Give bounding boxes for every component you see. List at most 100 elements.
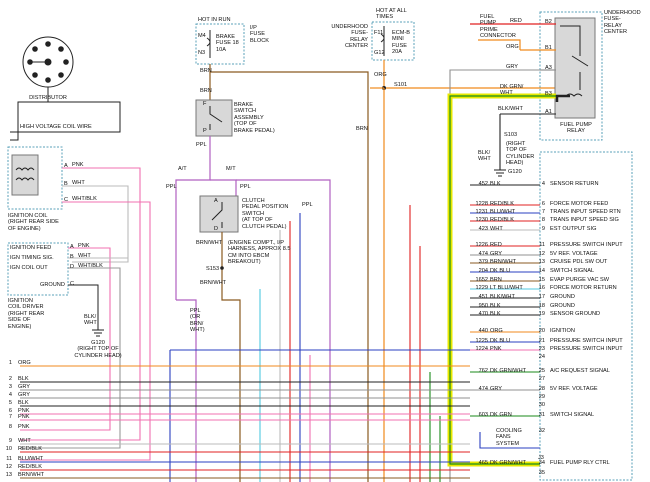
fuel-pump-prime-connector: FUEL PUMP PRIME CONNECTOR [480, 14, 516, 40]
pcm-circuit: 451 [478, 294, 488, 300]
ip-pin-n3: N3 [198, 50, 206, 56]
pcm-function: TRANS INPUT SPEED RTN [550, 209, 621, 215]
hv-coil-wire [10, 87, 49, 141]
pcm-function: TRANS INPUT SPEED SIG [550, 217, 619, 223]
clutch-switch-label: CLUTCH PEDAL POSITION SWITCH (AT TOP OF … [242, 198, 289, 230]
bottom-wire-number: 4 [8, 392, 12, 398]
driver-ground-wire: BLK/ WHT [84, 314, 97, 327]
distributor-symbol [22, 36, 74, 88]
relay-wire-org: ORG [506, 44, 519, 50]
pcm-circuit: 465 [478, 460, 488, 466]
pcm-function: GROUND [550, 294, 575, 300]
pcm-pin: 9 [541, 226, 545, 232]
pcm-function: SENSOR RETURN [550, 181, 599, 187]
brake-switch-label: BRAKE SWITCH ASSEMBLY (TOP OF BRAKE PEDA… [234, 102, 275, 134]
pcm-wire-color: BRN [490, 277, 502, 283]
brake-switch-wire-brn: BRN [200, 88, 212, 94]
fuel-pump-relay-label: FUEL PUMP RELAY [560, 122, 592, 135]
pcm-pin: 30 [538, 402, 545, 408]
at-wire-ppl: PPL [166, 184, 177, 190]
pcm-circuit: 950 [478, 303, 488, 309]
relay-ground-wire: BLK/ WHT [478, 150, 491, 163]
pcm-pin: 17 [538, 294, 545, 300]
coil-wire-whtblk-label: WHT/BLK [72, 196, 97, 202]
pcm-function: PRESSURE SWITCH INPUT [550, 242, 623, 248]
underhood-center-2-label: UNDERHOOD FUSE- RELAY CENTER [604, 10, 641, 36]
bottom-wire-color: RED/BLK [18, 446, 42, 452]
j3-label: J3 [538, 455, 544, 461]
ecm-b-fuse-label: ECM-B MINI FUSE 20A [392, 30, 411, 56]
relay-pin-a3: A3 [545, 65, 552, 71]
driver-wire-whtblk: WHT/BLK [78, 263, 103, 269]
pcm-circuit: 474 [478, 386, 488, 392]
pcm-wire-color: GRY [490, 386, 503, 392]
pcm-circuit: 1231 [475, 209, 488, 215]
coil-wire-pnk-label: PNK [72, 162, 84, 168]
ppl-side-label: PPL [302, 202, 313, 208]
pcm-function: SWITCH SIGNAL [550, 412, 595, 418]
pcm-function: GROUND [550, 303, 575, 309]
coil-wire-wht-label: WHT [72, 180, 85, 186]
relay-pin-b1: B1 [545, 45, 552, 51]
pcm-pin: 28 [538, 386, 545, 392]
pcm-circuit: 1224 [475, 346, 488, 352]
pcm-circuit: 1225 [475, 338, 488, 344]
relay-pin-b3: B3 [545, 91, 552, 97]
ppl-long-wire [236, 179, 331, 482]
pcm-circuit: 1228 [475, 201, 488, 207]
pcm-pin: 18 [538, 303, 545, 309]
pcm-function: EVAP PURGE VAC SW [550, 277, 610, 283]
bottom-wire-number: 5 [8, 400, 12, 406]
underhood-fuse-center-1 [371, 21, 415, 61]
driver-row-ign-feed: IGNITION FEED [10, 245, 52, 251]
driver-row-ground: GROUND [40, 282, 65, 288]
pcm-function: SENSOR GROUND [550, 311, 601, 317]
brn-long-wire [210, 71, 369, 482]
pcm-pin: 11 [539, 242, 545, 248]
brake-pin-p: P [203, 128, 207, 134]
relay-wire-blkwht: BLK/WHT [498, 106, 523, 112]
bottom-wire-number: 1 [8, 360, 12, 366]
pcm-pin: 34 [538, 460, 545, 466]
s153-note: (ENGINE COMPT., I/P HARNESS, APPROX 8.5 … [228, 240, 291, 266]
at-label: A/T [178, 166, 187, 172]
pcm-pin: 13 [538, 259, 545, 265]
pcm-circuit: 470 [478, 311, 488, 317]
bottom-wire-number: 12 [5, 464, 12, 470]
underhood-center-1-label: UNDERHOOD FUSE- RELAY CENTER [331, 24, 368, 50]
bottom-wire-color: PNK [18, 408, 30, 414]
pcm-function: IGNITION [550, 328, 575, 334]
fuel-relay-center [539, 11, 603, 141]
coil-wire-wht [62, 185, 129, 263]
brake-switch-wire-ppl: PPL [196, 142, 207, 148]
fuse1-wire-org: ORG [374, 72, 387, 78]
pcm-function: A/C REQUEST SIGNAL [550, 368, 610, 374]
pcm-circuit: 204 [478, 268, 488, 274]
pcm-pin: 4 [541, 181, 545, 187]
driver-pin-b: B [70, 254, 74, 260]
bottom-wire-color: GRY [18, 392, 31, 398]
pcm-wire-color: BRN/WHT [490, 259, 517, 265]
relay-wire-red: RED [510, 18, 522, 24]
fuse1-pin-f11: F11 [374, 30, 384, 36]
pcm-circuit: 1229 [475, 285, 488, 291]
pcm-pin: 6 [541, 201, 545, 207]
s103-note: (RIGHT TOP OF CYLINDER HEAD) [506, 141, 535, 167]
pcm-wire-color: DK GRN/WHT [490, 460, 527, 466]
bottom-wire-color: WHT [18, 438, 31, 444]
bottom-wire-color: PNK [18, 424, 30, 430]
pcm-wire-color: BLU/WHT [490, 209, 516, 215]
coil-pin-b: B [64, 181, 68, 187]
bottom-wire-number: 2 [8, 376, 12, 382]
distributor-label: DISTRIBUTOR [29, 95, 67, 101]
pcm-function: 5V REF. VOLTAGE [550, 251, 598, 257]
relay-wire-dkgrn: DK GRN/ WHT [500, 84, 524, 97]
bottom-wire-number: 10 [5, 446, 12, 452]
mt-wire-ppl: PPL [240, 184, 251, 190]
cooling-fans-label: COOLING FANS SYSTEM [496, 428, 522, 447]
pcm-pin: 8 [541, 217, 545, 223]
s101-label: S101 [394, 82, 408, 88]
clutch-pin-d: D [214, 226, 219, 232]
brn-wht-wire [221, 232, 241, 482]
bottom-wire-color: RED/BLK [18, 464, 42, 470]
